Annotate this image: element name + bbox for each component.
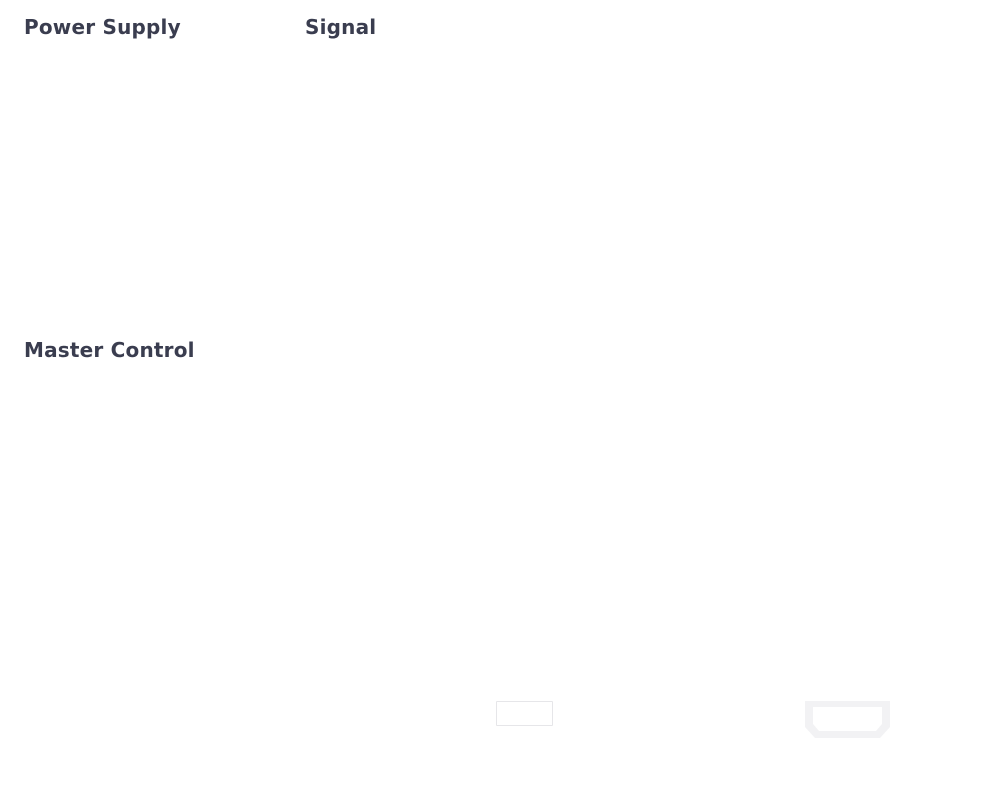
rect-port-icon[interactable] <box>496 701 553 726</box>
power-supply-panel <box>24 50 284 320</box>
signal-title: Signal <box>305 15 377 39</box>
hdmi-port-icon[interactable] <box>805 701 890 738</box>
master-control-panel <box>24 374 975 674</box>
master-control-title: Master Control <box>24 338 195 362</box>
power-supply-title: Power Supply <box>24 15 181 39</box>
signal-panel <box>305 50 975 320</box>
